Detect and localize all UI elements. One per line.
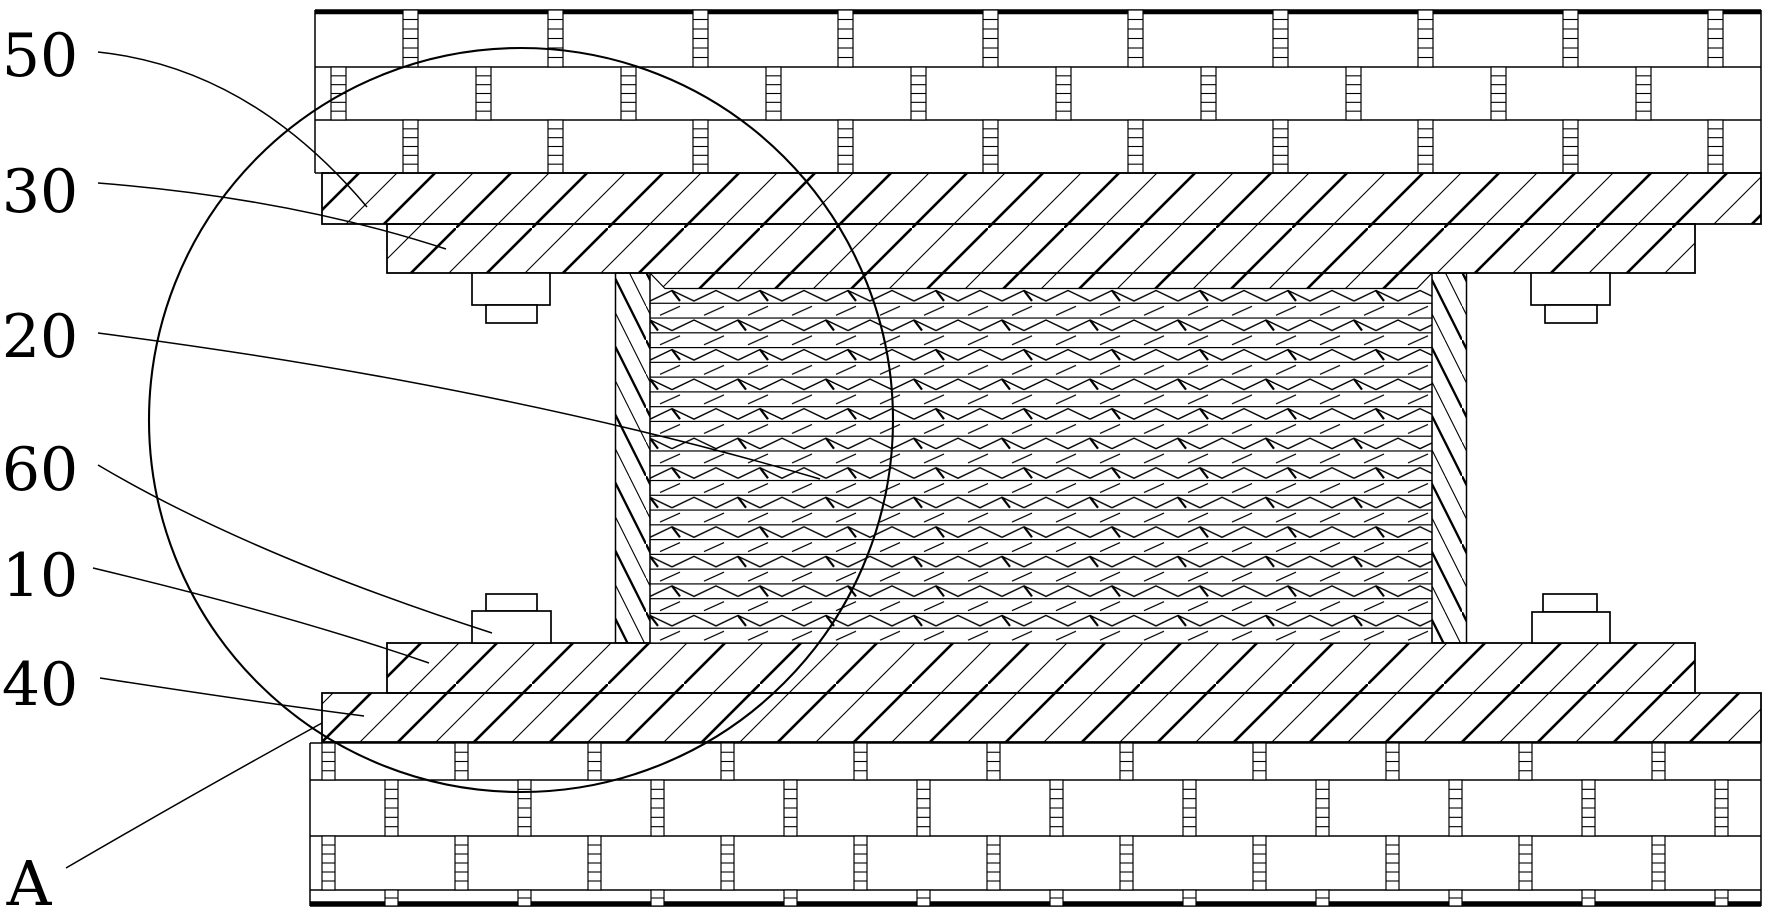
reference-numeral-20: 20 bbox=[2, 302, 78, 372]
reference-numerals: 50 30 20 60 10 40 A bbox=[2, 21, 78, 919]
rubber-layer bbox=[650, 436, 1432, 451]
steel-shim-layer bbox=[649, 361, 1433, 378]
steel-shim-layer bbox=[649, 391, 1433, 408]
steel-shim-layer bbox=[649, 598, 1433, 615]
leader-60 bbox=[97, 464, 493, 634]
bottom-left-bolt-tip bbox=[485, 593, 538, 612]
top-masonry-wall bbox=[314, 9, 1762, 174]
rubber-layer bbox=[650, 318, 1432, 333]
rubber-layer bbox=[650, 465, 1432, 481]
steel-shim-layer bbox=[649, 420, 1433, 437]
leader-40 bbox=[99, 677, 365, 717]
reference-letter-A: A bbox=[6, 847, 53, 919]
rubber-layer bbox=[650, 377, 1432, 392]
leader-30 bbox=[97, 182, 447, 250]
detail-circle-A bbox=[147, 46, 895, 794]
steel-shim-layer bbox=[649, 479, 1433, 496]
leader-50 bbox=[97, 51, 368, 208]
upper-outer-plate-50 bbox=[321, 172, 1762, 225]
rubber-layer bbox=[650, 583, 1432, 599]
right-side-bar bbox=[1431, 272, 1468, 644]
lower-outer-plate-40 bbox=[321, 692, 1762, 743]
steel-shim-layer bbox=[649, 627, 1433, 644]
reference-numeral-40: 40 bbox=[2, 650, 78, 720]
upper-plate-tongue bbox=[648, 272, 1434, 290]
steel-shim-layer bbox=[649, 539, 1433, 555]
left-side-bar bbox=[614, 272, 651, 644]
steel-shim-layer bbox=[649, 302, 1433, 319]
laminated-bearing-stack bbox=[649, 288, 1433, 644]
rubber-layer bbox=[650, 554, 1432, 570]
upper-inner-plate-30 bbox=[386, 223, 1696, 274]
anchor-plates bbox=[321, 172, 1762, 743]
rubber-layer bbox=[650, 524, 1432, 540]
steel-shim-layer bbox=[649, 332, 1433, 349]
rubber-layer bbox=[650, 613, 1432, 629]
top-right-bolt-tip bbox=[1544, 304, 1598, 324]
rubber-layer bbox=[650, 288, 1432, 304]
top-left-bolt-tip bbox=[485, 304, 538, 324]
anchor-bolts bbox=[471, 272, 1611, 644]
leader-A bbox=[65, 722, 323, 869]
bottom-left-bolt-head bbox=[471, 610, 552, 644]
bottom-right-bolt-tip bbox=[1542, 593, 1598, 613]
top-left-bolt-head bbox=[471, 272, 551, 306]
side-seal-bars bbox=[614, 272, 1468, 644]
rubber-layer bbox=[650, 347, 1432, 363]
rubber-layer bbox=[650, 406, 1432, 422]
reference-numeral-30: 30 bbox=[2, 157, 78, 227]
top-right-bolt-head bbox=[1530, 272, 1611, 306]
reference-numeral-50: 50 bbox=[2, 21, 78, 91]
leader-10 bbox=[92, 567, 430, 664]
leader-20 bbox=[97, 332, 821, 480]
steel-shim-layer bbox=[649, 568, 1433, 585]
lower-inner-plate-10 bbox=[386, 642, 1696, 694]
leader-lines bbox=[65, 51, 821, 869]
reference-numeral-60: 60 bbox=[2, 435, 78, 505]
rubber-layer bbox=[650, 495, 1432, 511]
steel-shim-layer bbox=[649, 509, 1433, 526]
reference-numeral-10: 10 bbox=[2, 541, 78, 611]
bottom-masonry-wall bbox=[309, 742, 1762, 907]
bottom-right-bolt-head bbox=[1531, 611, 1611, 644]
